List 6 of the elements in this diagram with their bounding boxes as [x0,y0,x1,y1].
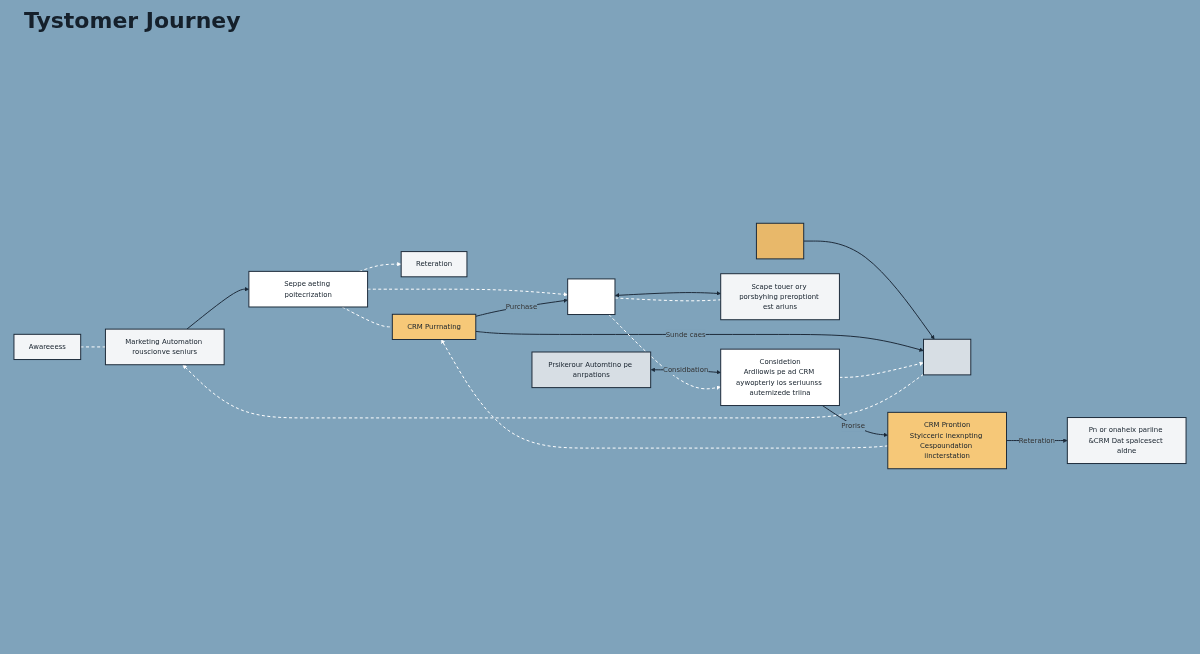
diagram-title: Tystomer Journey [24,8,241,33]
node-box [923,338,972,375]
connector [80,345,106,347]
node-box [755,222,805,259]
node-box [567,277,616,315]
connector [614,296,722,301]
